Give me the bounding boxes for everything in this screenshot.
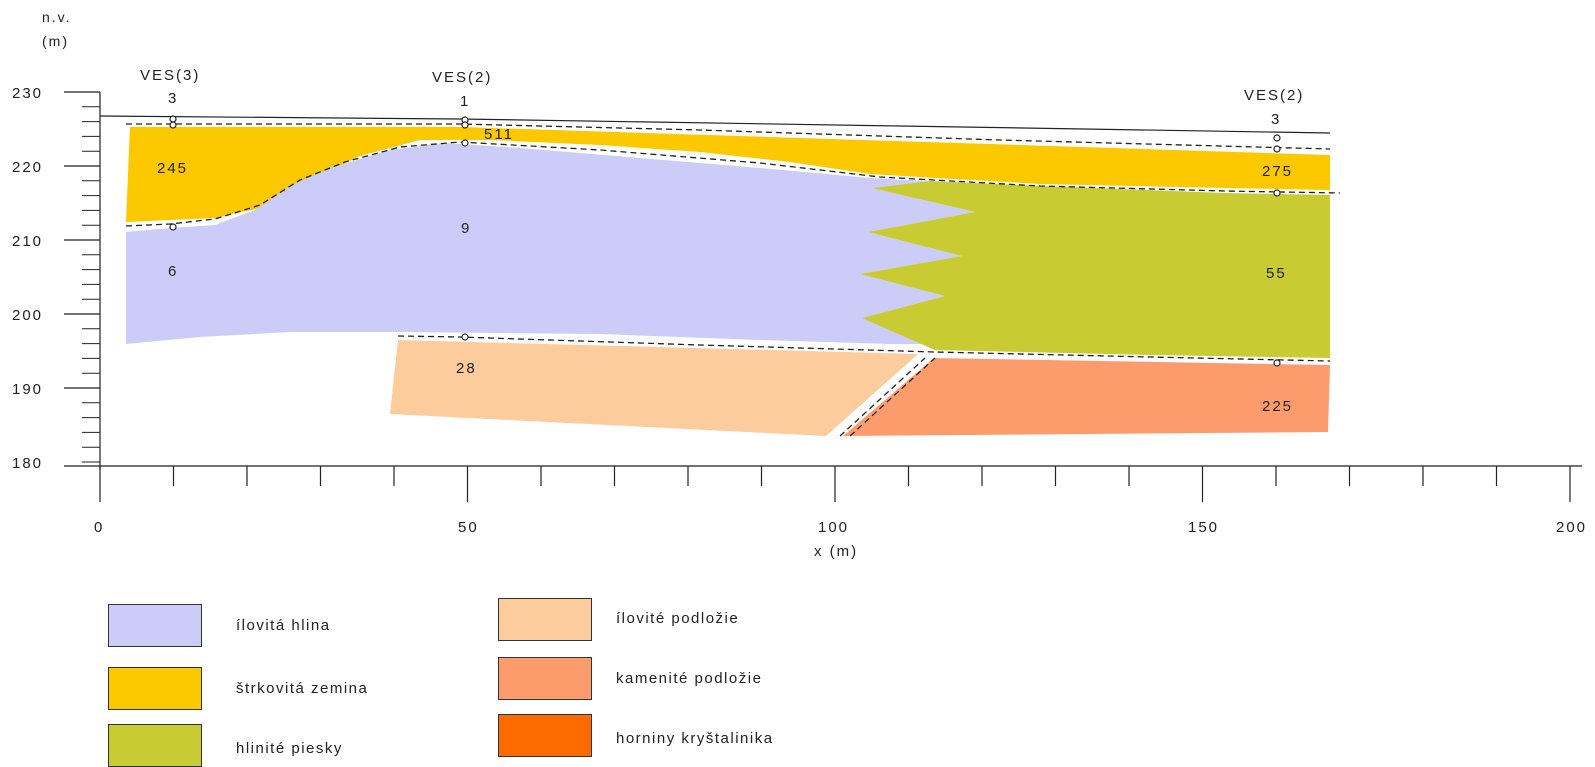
ves-probes xyxy=(169,115,1281,367)
x-tick-200: 200 xyxy=(1556,519,1587,536)
legend-label-ilovita-hlina: ílovitá hlina xyxy=(236,617,331,634)
ves-label-1: VES(3) xyxy=(140,67,200,84)
zone-value-sand: 55 xyxy=(1266,265,1287,282)
legend-swatch-kamenite-podlozie xyxy=(498,657,592,700)
ves-number-1: 3 xyxy=(168,90,178,107)
zone-value-gravel-left: 245 xyxy=(157,160,188,177)
clay-base-layer xyxy=(390,340,918,436)
ves-label-3: VES(2) xyxy=(1244,87,1304,104)
zone-value-thin-layer: 511 xyxy=(484,126,514,143)
ves-number-3: 3 xyxy=(1271,111,1281,128)
x-axis-label: x (m) xyxy=(814,543,858,560)
y-tick-190: 190 xyxy=(12,381,43,398)
y-minor-ticks xyxy=(82,91,100,463)
legend-swatch-horniny-krystalinika xyxy=(498,714,592,757)
y-unit-label: n.v. xyxy=(42,9,72,25)
y-tick-180: 180 xyxy=(12,455,43,472)
ves-label-2: VES(2) xyxy=(432,69,492,86)
x-tick-50: 50 xyxy=(458,519,479,536)
y-tick-200: 200 xyxy=(12,307,43,324)
legend-swatch-hlinite-piesky xyxy=(108,724,202,767)
ves-number-2: 1 xyxy=(460,93,470,110)
legend-label-ilovite-podlozie: ílovité podložie xyxy=(616,610,740,627)
geological-section: n.v. (m) VES(3) 3 VES(2) 1 VES(2) 3 245 … xyxy=(12,9,1587,560)
legend-label-kamenite-podlozie: kamenité podložie xyxy=(616,670,763,687)
x-tick-100: 100 xyxy=(818,519,849,536)
zone-value-clay-left: 6 xyxy=(168,263,178,280)
y-tick-210: 210 xyxy=(12,233,43,250)
legend-swatch-strkovita-zemina xyxy=(108,667,202,710)
legend-label-strkovita-zemina: štrkovitá zemina xyxy=(236,680,369,697)
zone-value-clay-center: 9 xyxy=(461,220,471,237)
legend-label-horniny-krystalinika: horniny kryštalinika xyxy=(616,730,774,747)
legend-swatch-ilovite-podlozie xyxy=(498,598,592,641)
x-tick-150: 150 xyxy=(1188,519,1219,536)
layer-boundaries xyxy=(125,123,1341,437)
zone-value-stone-base: 225 xyxy=(1262,398,1293,415)
stone-base-layer xyxy=(843,358,1330,436)
ground-surface-line xyxy=(99,115,1331,134)
y-unit-label-m: (m) xyxy=(42,33,69,49)
clay-layer xyxy=(126,143,975,344)
zone-value-gravel-right: 275 xyxy=(1262,163,1293,180)
y-tick-230: 230 xyxy=(12,85,43,102)
legend-swatch-ilovita-hlina xyxy=(108,604,202,647)
x-tick-0: 0 xyxy=(94,519,104,536)
x-ticks xyxy=(99,466,1571,502)
y-tick-220: 220 xyxy=(12,159,43,176)
sand-layer xyxy=(860,181,1330,358)
legend-label-hlinite-piesky: hlinité piesky xyxy=(236,740,343,757)
gravel-layer xyxy=(126,127,1330,222)
zone-value-clay-base: 28 xyxy=(456,360,477,377)
